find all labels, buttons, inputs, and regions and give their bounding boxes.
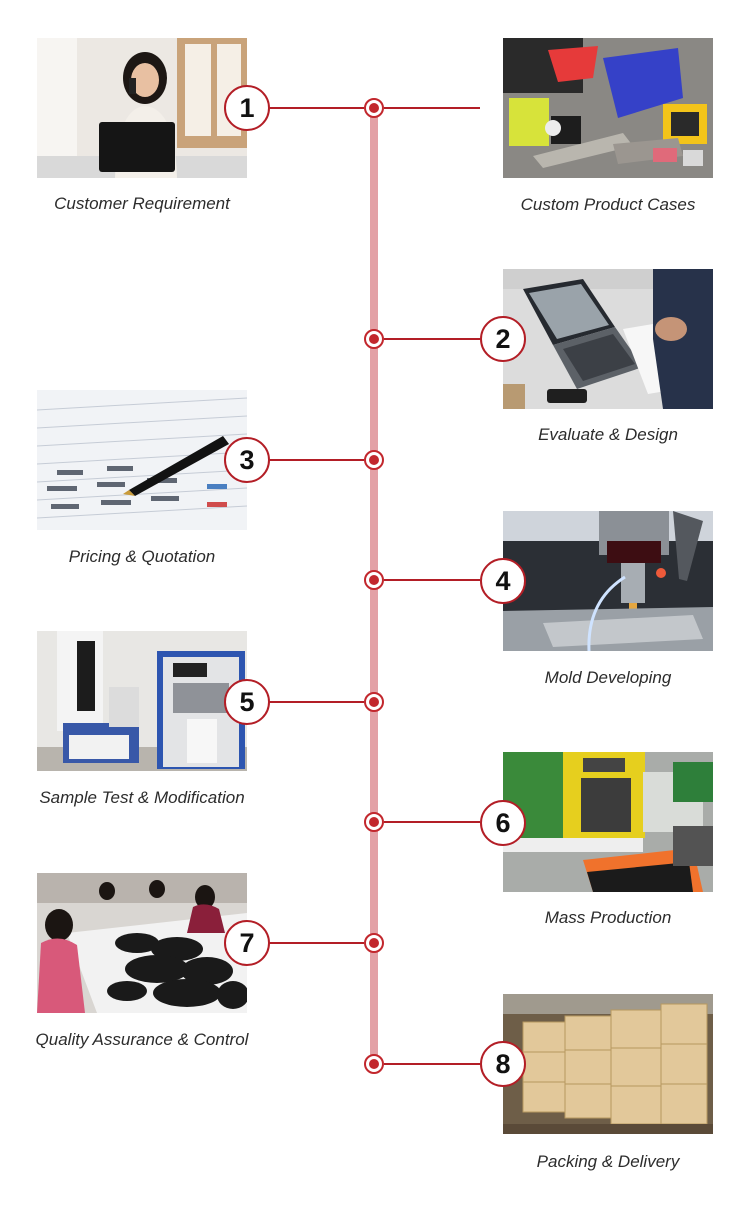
customer-on-phone-photo	[37, 38, 247, 178]
injection-machine-photo	[503, 752, 713, 892]
step-6-label: Mass Production	[544, 908, 672, 927]
pen-on-spreadsheet-photo	[37, 390, 247, 530]
step-8-label: Packing & Delivery	[536, 1152, 680, 1171]
product-cases-label: Custom Product Cases	[520, 195, 696, 214]
step-2-label: Evaluate & Design	[538, 425, 678, 444]
timeline-dot-6	[364, 812, 384, 832]
connector-cases	[384, 107, 480, 109]
step-2-number-badge: 2	[480, 316, 526, 362]
test-machines-photo	[37, 631, 247, 771]
connector-6	[384, 821, 480, 823]
connector-5	[268, 701, 364, 703]
step-1-label: Customer Requirement	[54, 194, 230, 213]
timeline-dot-2	[364, 329, 384, 349]
step-7-label: Quality Assurance & Control	[35, 1030, 249, 1049]
timeline-dot-8	[364, 1054, 384, 1074]
step-8-number-badge: 8	[480, 1041, 526, 1087]
product-cases-photo	[503, 38, 713, 178]
step-5-number-badge: 5	[224, 679, 270, 725]
timeline-dot-5	[364, 692, 384, 712]
step-6-number-badge: 6	[480, 800, 526, 846]
step-4-label: Mold Developing	[544, 668, 672, 687]
laptop-design-photo	[503, 269, 713, 409]
connector-8	[384, 1063, 480, 1065]
timeline-dot-3	[364, 450, 384, 470]
inspection-workers-photo	[37, 873, 247, 1013]
connector-7	[268, 942, 364, 944]
timeline-dot-1	[364, 98, 384, 118]
connector-3	[268, 459, 364, 461]
step-1-number-badge: 1	[224, 85, 270, 131]
step-7-number-badge: 7	[224, 920, 270, 966]
connector-1	[268, 107, 364, 109]
step-3-number-badge: 3	[224, 437, 270, 483]
carton-boxes-photo	[503, 994, 713, 1134]
step-5-label: Sample Test & Modification	[39, 788, 245, 807]
timeline-dot-4	[364, 570, 384, 590]
connector-4	[384, 579, 480, 581]
step-4-number-badge: 4	[480, 558, 526, 604]
timeline-dot-7	[364, 933, 384, 953]
cnc-machine-photo	[503, 511, 713, 651]
connector-2	[384, 338, 480, 340]
step-3-label: Pricing & Quotation	[68, 547, 216, 566]
